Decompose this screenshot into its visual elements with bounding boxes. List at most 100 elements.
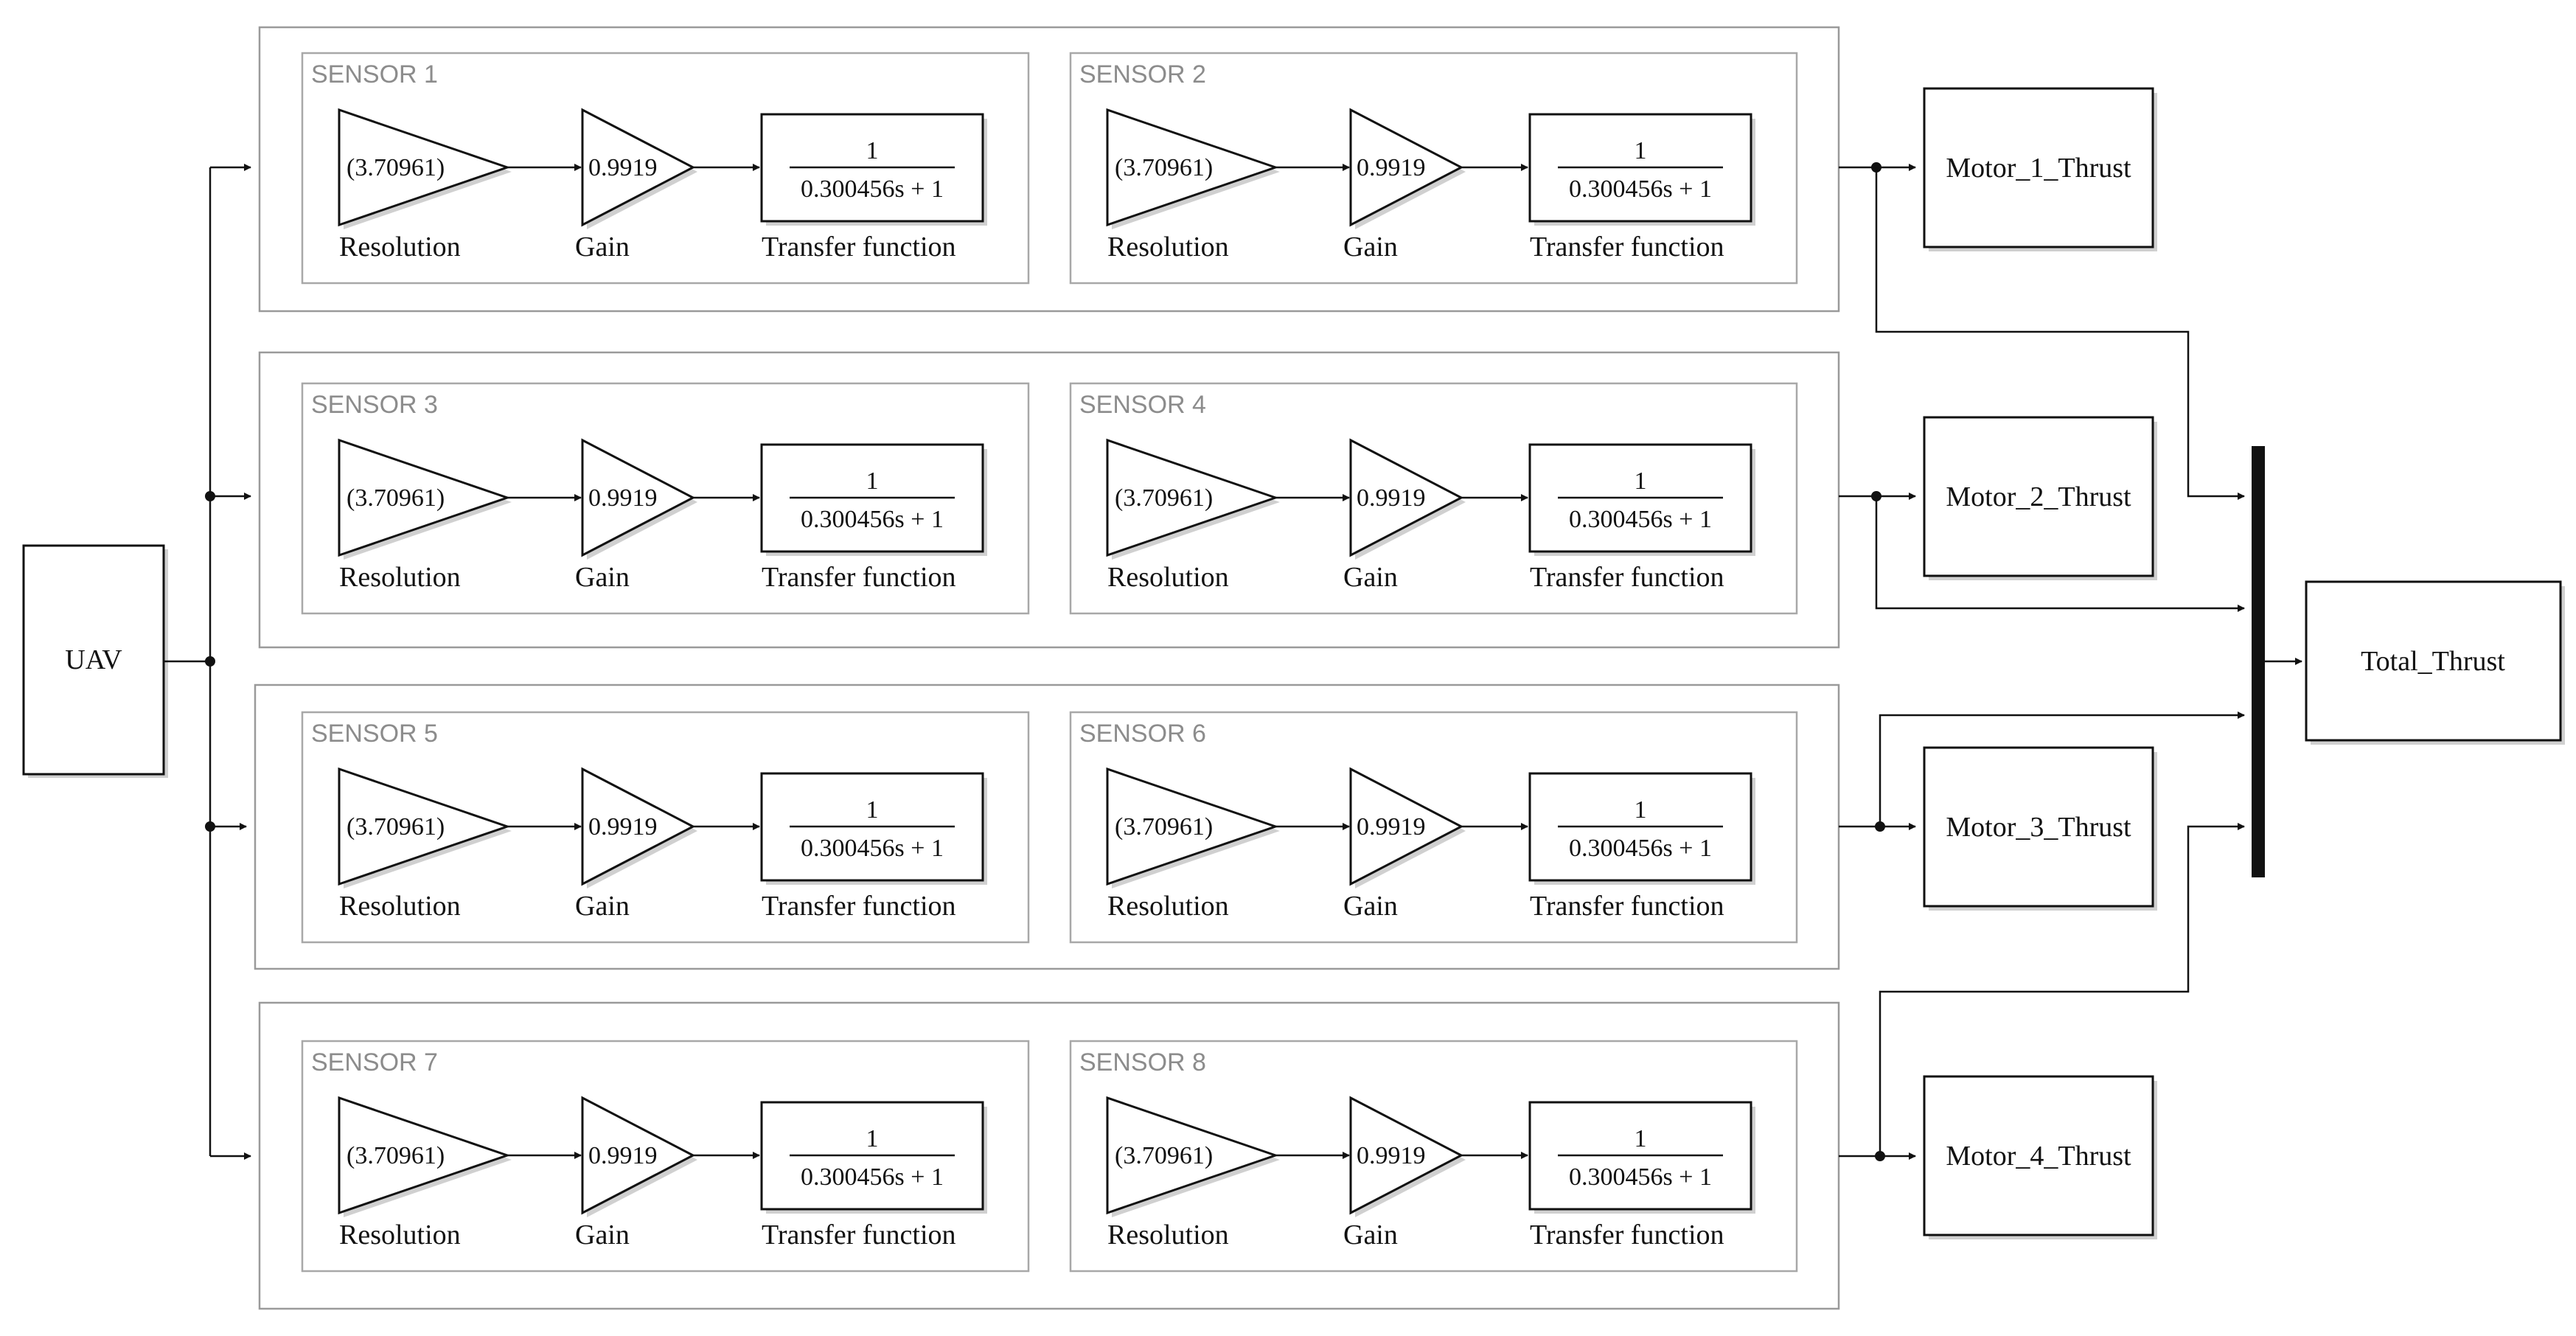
resolution-label: Resolution [1107, 232, 1229, 262]
tf-numerator: 1 [1635, 796, 1647, 824]
gain-label: Gain [1343, 891, 1398, 922]
sensor-title: SENSOR 1 [311, 60, 438, 88]
motor-2-thrust-block[interactable]: Motor_2_Thrust [1923, 416, 2157, 580]
resolution-value: (3.70961) [347, 154, 445, 181]
gain-value: 0.9919 [588, 813, 658, 841]
sensor-frame [1069, 52, 1798, 285]
tf-denominator: 0.300456s + 1 [801, 175, 944, 203]
motor-3-thrust-label: Motor_3_Thrust [1946, 812, 2131, 843]
gain-value: 0.9919 [588, 1142, 658, 1169]
gain-label: Gain [1343, 232, 1398, 262]
motor-1-thrust-block[interactable]: Motor_1_Thrust [1923, 87, 2157, 251]
transfer-function-block[interactable]: 10.300456s + 1 [1528, 443, 1755, 556]
transfer-function-block[interactable]: 1 0.300456s + 1 [1528, 1101, 1755, 1214]
motor-4-thrust-block[interactable]: Motor_4_Thrust [1923, 1075, 2157, 1239]
gain-block[interactable]: 0.9919 [1349, 108, 1466, 229]
resolution-gain-block[interactable]: (3.70961) [338, 767, 512, 888]
gain-block[interactable]: 0.9919 [581, 1096, 697, 1217]
transfer-function-label: Transfer function [762, 232, 956, 262]
transfer-function-block[interactable]: 10.300456s + 1 [760, 443, 987, 556]
transfer-function-label: Transfer function [1530, 1220, 1724, 1250]
resolution-gain-block[interactable]: (3.70961) [1106, 108, 1280, 229]
uav-block[interactable]: UAV [22, 544, 168, 778]
tf-denominator: 0.300456s + 1 [1569, 835, 1712, 862]
gain-value: 0.9919 [1357, 154, 1426, 181]
sensor-frame [301, 1040, 1030, 1273]
motor-3-thrust-block[interactable]: Motor_3_Thrust [1923, 746, 2157, 911]
resolution-gain-block[interactable]: (3.70961) [338, 108, 512, 229]
tf-denominator: 0.300456s + 1 [1569, 175, 1712, 203]
group-frame-2 [258, 351, 1840, 649]
resolution-value: (3.70961) [347, 813, 445, 841]
transfer-function-label: Transfer function [1530, 232, 1724, 262]
mux-bar[interactable] [2252, 446, 2265, 877]
resolution-gain-block[interactable]: (3.70961) [338, 1096, 512, 1217]
sensor-frame [1069, 382, 1798, 615]
transfer-function-block[interactable]: 10.300456s + 1 [1528, 113, 1755, 226]
tf-denominator: 0.300456s + 1 [1569, 1163, 1712, 1191]
gain-block[interactable]: 0.9919 [581, 767, 697, 888]
sensor-frame [301, 382, 1030, 615]
resolution-gain-block[interactable]: (3.70961) [338, 438, 512, 560]
sensor-frame [301, 711, 1030, 944]
resolution-label: Resolution [1107, 891, 1229, 922]
gain-block[interactable]: 0.9919 [1349, 767, 1466, 888]
transfer-function-label: Transfer function [762, 891, 956, 922]
motor-1-thrust-label: Motor_1_Thrust [1946, 153, 2131, 184]
gain-label: Gain [575, 562, 630, 593]
sensor-title: SENSOR 2 [1079, 60, 1206, 88]
transfer-function-label: Transfer function [1530, 891, 1724, 922]
gain-block[interactable]: 0.9919 [581, 438, 697, 560]
gain-block[interactable]: 0.9919 [1349, 1096, 1466, 1217]
motor-4-thrust-label: Motor_4_Thrust [1946, 1141, 2131, 1172]
sensor-title: SENSOR 8 [1079, 1048, 1206, 1076]
resolution-label: Resolution [339, 232, 461, 262]
tf-numerator: 1 [866, 467, 879, 495]
sensor-5: SENSOR 5 (3.70961) 0.9919 10.300456s + 1 Res… [301, 711, 1030, 944]
transfer-function-block[interactable]: 1 0.300456s + 1 [1528, 772, 1755, 885]
resolution-gain-block[interactable]: (3.70961) [1106, 1096, 1280, 1217]
gain-label: Gain [1343, 562, 1398, 593]
motor-2-thrust-label: Motor_2_Thrust [1946, 481, 2131, 512]
sensor-1: SENSOR 1 (3.70961) 0.9919 1 0.300456s + 1 Res… [301, 52, 1030, 285]
resolution-value: (3.70961) [1115, 154, 1213, 181]
uav-distribution-wires [164, 164, 251, 1160]
total-thrust-label: Total_Thrust [2361, 646, 2505, 677]
resolution-gain-block[interactable]: (3.70961) [1106, 438, 1280, 560]
sensor-title: SENSOR 7 [311, 1048, 438, 1076]
gain-value: 0.9919 [1357, 484, 1426, 512]
resolution-label: Resolution [339, 1220, 461, 1250]
branch-dot-uav [205, 656, 215, 667]
total-thrust-block[interactable]: Total_Thrust [2305, 580, 2565, 745]
resolution-value: (3.70961) [1115, 1142, 1213, 1169]
transfer-function-block[interactable]: 1 0.300456s + 1 [760, 113, 987, 226]
sensors-layer: SENSOR 1 (3.70961) 0.9919 1 0.300456s + 1 Res… [301, 52, 1798, 1273]
sensor-title: SENSOR 5 [311, 720, 438, 748]
resolution-gain-block[interactable]: (3.70961) [1106, 767, 1280, 888]
tf-numerator: 1 [866, 1125, 879, 1152]
sensor-frame [1069, 1040, 1798, 1273]
transfer-function-label: Transfer function [1530, 562, 1724, 593]
resolution-label: Resolution [1107, 1220, 1229, 1250]
gain-block[interactable]: 0.9919 [1349, 438, 1466, 560]
tf-numerator: 1 [866, 796, 879, 824]
sensor-6: SENSOR 6 (3.70961) 0.9919 1 0.300456s + 1 Res… [1069, 711, 1798, 944]
transfer-function-block[interactable]: 10.300456s + 1 [760, 1101, 987, 1214]
transfer-function-block[interactable]: 10.300456s + 1 [760, 772, 987, 885]
gain-value: 0.9919 [588, 154, 658, 181]
transfer-function-label: Transfer function [762, 1220, 956, 1250]
sensor-2: SENSOR 2 (3.70961) 0.9919 10.300456s + 1 Res… [1069, 52, 1798, 285]
sensor-title: SENSOR 6 [1079, 720, 1206, 748]
sensor-frame [1069, 711, 1798, 944]
tf-numerator: 1 [866, 137, 879, 164]
resolution-label: Resolution [1107, 562, 1229, 593]
tf-numerator: 1 [1635, 1125, 1647, 1152]
gain-block[interactable]: 0.9919 [581, 108, 697, 229]
sensor-frame [301, 52, 1030, 285]
group-frame-1 [258, 26, 1840, 313]
gain-value: 0.9919 [1357, 1142, 1426, 1169]
resolution-label: Resolution [339, 891, 461, 922]
